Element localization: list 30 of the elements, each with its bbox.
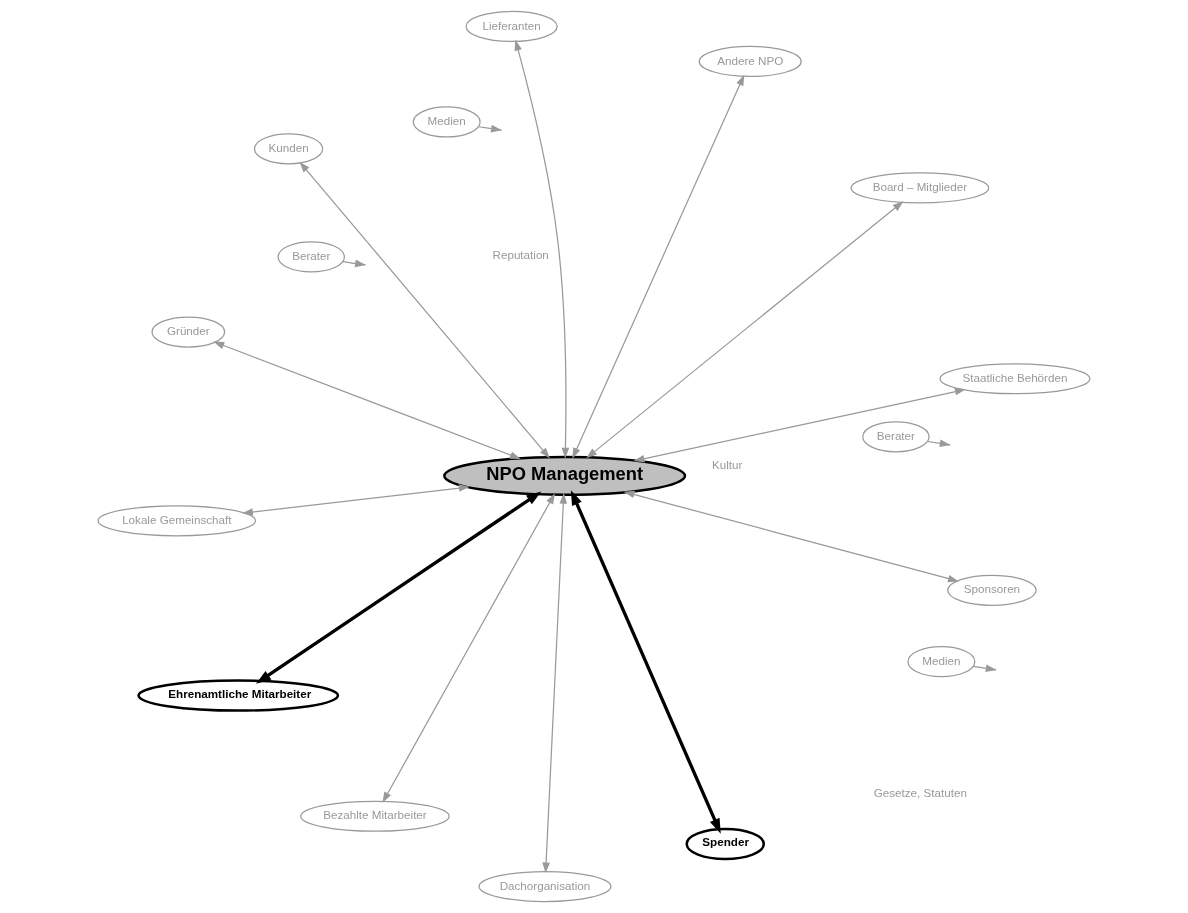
label: Gesetze, Statuten <box>873 785 967 799</box>
arrow <box>342 259 366 268</box>
arrow <box>213 341 521 460</box>
arrow <box>633 387 966 463</box>
node-ellipse: Medien <box>907 646 976 678</box>
arrow <box>542 492 568 874</box>
node-ellipse: Lieferanten <box>465 10 558 43</box>
node-ellipse: Berater <box>862 421 930 453</box>
arrow <box>926 439 951 448</box>
node-ellipse: Bezahlte Mitarbeiter <box>300 800 450 832</box>
arrow <box>586 201 904 459</box>
arrow <box>242 484 470 516</box>
arrow <box>572 74 745 459</box>
label: Kultur <box>712 457 743 471</box>
node-ellipse: Berater <box>277 241 345 273</box>
arrow <box>382 493 555 803</box>
arrow <box>972 664 997 673</box>
arrow <box>570 490 721 834</box>
label: Reputation <box>492 248 549 262</box>
node-ellipse: Kunden <box>253 133 324 165</box>
node-ellipse: Medien <box>412 106 481 138</box>
node-ellipse: Board – Mitglieder <box>850 172 990 204</box>
node-ellipse: Andere NPO <box>698 45 802 78</box>
arrow <box>623 490 959 583</box>
node-ellipse: Dachorganisation <box>478 870 612 903</box>
node-ellipse: Ehrenamtliche Mitarbeiter <box>137 679 340 712</box>
arrow <box>514 39 570 459</box>
arrow <box>299 161 550 459</box>
node-ellipse: Spender <box>685 827 766 861</box>
arrow <box>256 491 542 684</box>
